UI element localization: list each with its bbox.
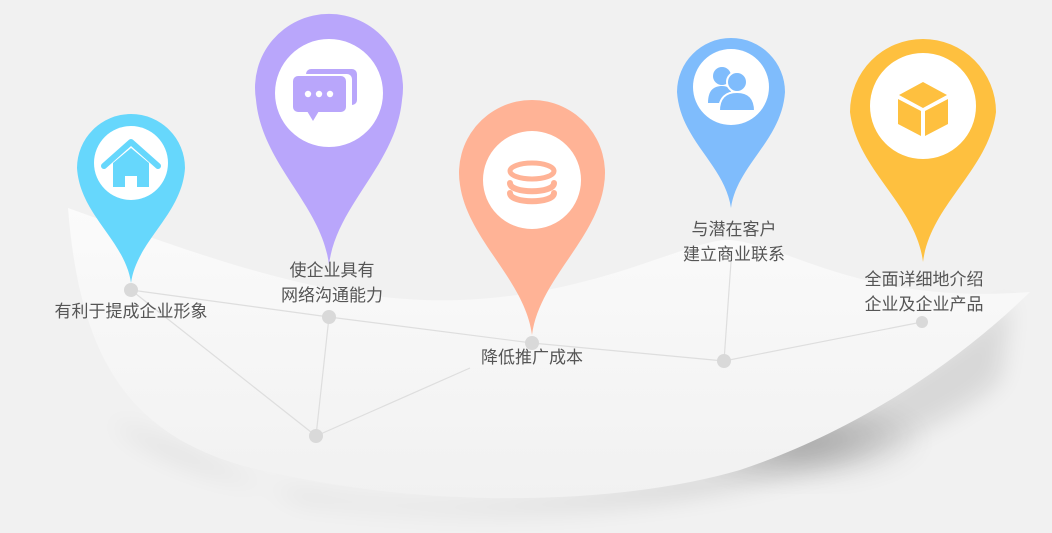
label-line: 降低推广成本 (481, 348, 583, 368)
node-dot (124, 283, 138, 297)
label-line: 建立商业联系 (683, 245, 785, 265)
home-icon (101, 139, 161, 187)
pin-product-intro (850, 39, 996, 262)
pin-reduce-cost (459, 99, 605, 335)
connector-lines (130, 261, 923, 437)
network-nodes (124, 283, 928, 443)
chat-bubbles-icon (293, 69, 357, 121)
pin-network-communication (255, 13, 403, 265)
label-reduce-cost: 降低推广成本 (481, 346, 583, 371)
label-line: 网络沟通能力 (281, 286, 383, 306)
label-brand-image: 有利于提成企业形象 (55, 300, 208, 325)
label-line: 使企业具有 (289, 261, 375, 281)
pin-customer-contact (677, 38, 785, 208)
box-icon (898, 82, 948, 136)
label-line: 全面详细地介绍 (864, 270, 984, 290)
label-network-communication: 使企业具有 网络沟通能力 (281, 259, 383, 309)
curved-paper (68, 208, 1030, 499)
pin-brand-image (77, 114, 185, 283)
label-customer-contact: 与潜在客户 建立商业联系 (683, 218, 785, 268)
label-product-intro: 全面详细地介绍 企业及企业产品 (865, 268, 984, 318)
node-dot (322, 310, 336, 324)
coins-stack-icon (507, 160, 557, 205)
users-icon (708, 67, 757, 112)
node-dot (916, 316, 928, 328)
node-dot (309, 429, 323, 443)
node-dot (525, 336, 539, 350)
label-line: 与潜在客户 (691, 220, 777, 240)
label-line: 企业及企业产品 (864, 295, 984, 315)
node-dot (717, 354, 731, 368)
label-line: 有利于提成企业形象 (54, 302, 208, 322)
